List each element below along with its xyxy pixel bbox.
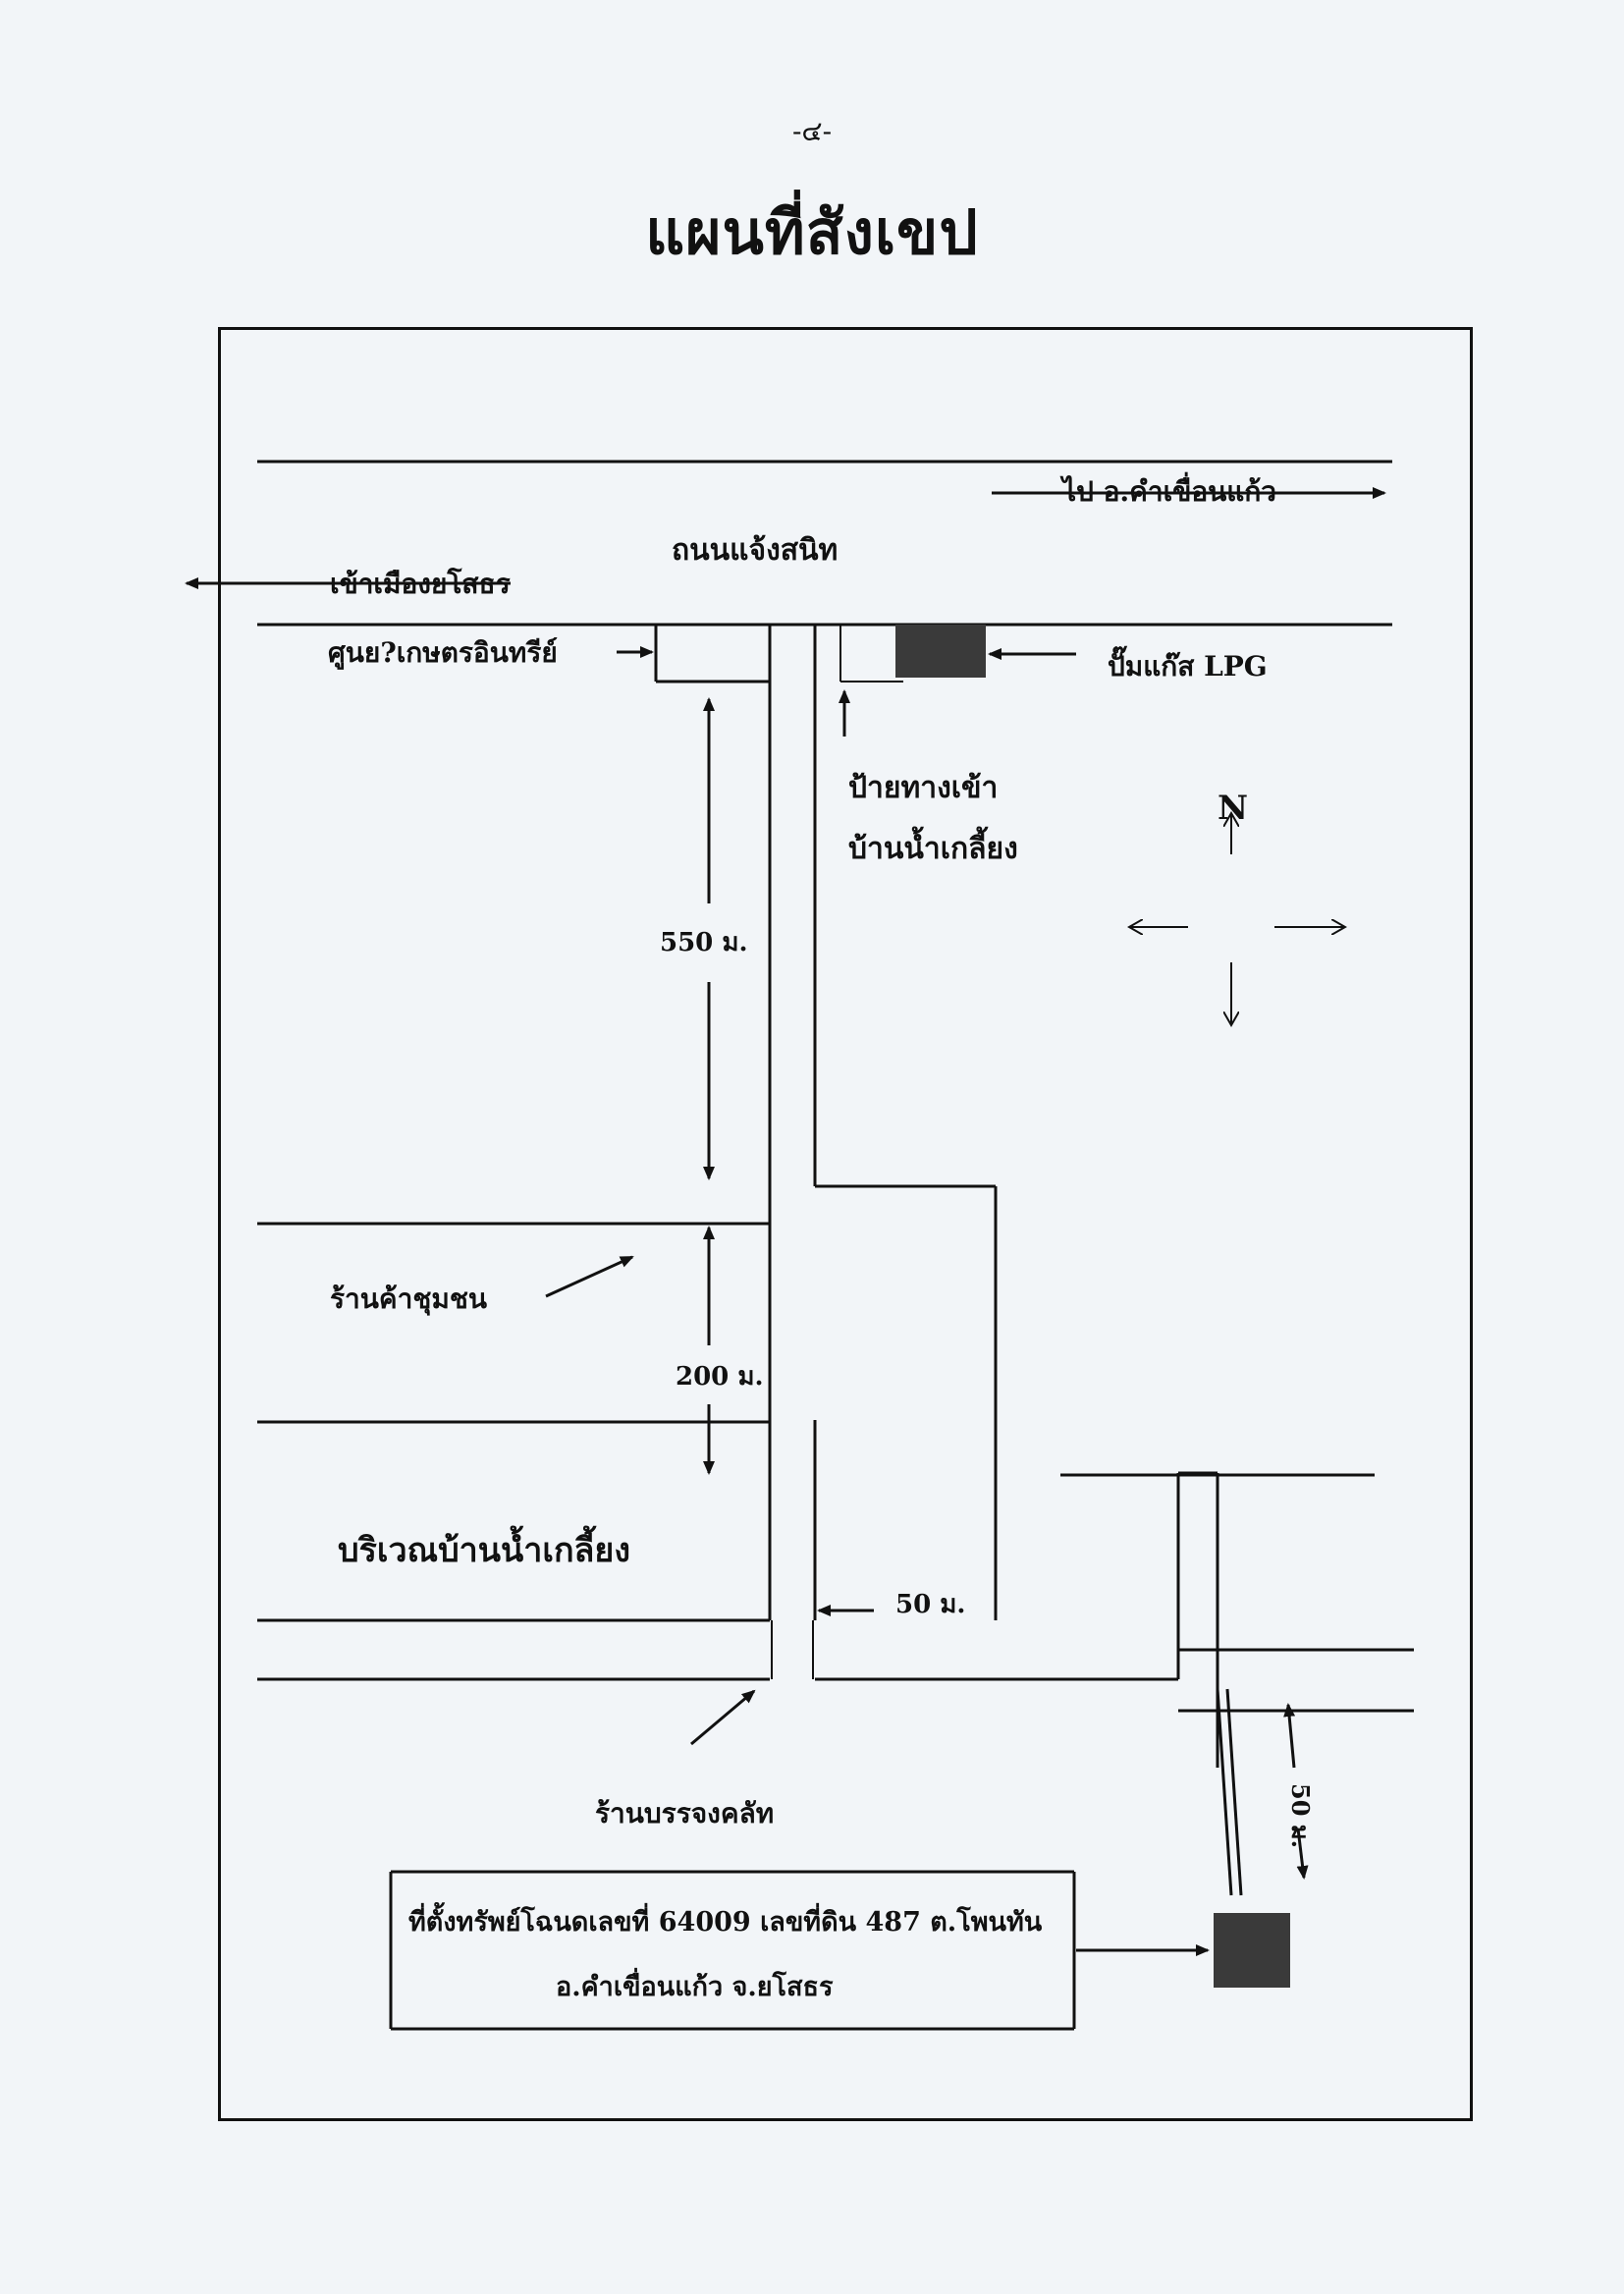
- label-village-area: บริเวณบ้านน้ำเกลี้ยง: [338, 1525, 630, 1570]
- lpg-pump: [839, 625, 1076, 683]
- label-entrance-sign-2: บ้านน้ำเกลี้ยง: [848, 826, 1018, 866]
- page-title: แผนที่สังเขป: [645, 196, 979, 268]
- property-label-box: [389, 1870, 1076, 2031]
- label-dist-550: 550 ม.: [660, 928, 748, 957]
- label-road-name: ถนนแจ้งสนิท: [672, 533, 838, 568]
- label-dist-50-rotated: 50 ม.: [1286, 1783, 1315, 1848]
- label-community-shop: ร้านค้าชุมชน: [330, 1283, 487, 1316]
- label-to-yasothon: เข้าเมืองยโสธร: [330, 567, 511, 600]
- diagonal-path: [1216, 1688, 1243, 1896]
- label-entrance-sign-1: ป้ายทางเข้า: [848, 771, 998, 805]
- property-block: [1214, 1913, 1290, 1988]
- path-right: [1225, 1688, 1243, 1896]
- village-road: [257, 625, 1414, 1768]
- page-number: -๔-: [791, 115, 833, 147]
- label-dist-50: 50 ม.: [895, 1590, 965, 1619]
- label-lpg-pump: ปั๊มแก๊ส LPG: [1108, 646, 1268, 683]
- measure-50: [771, 1605, 874, 1679]
- organic-center-block: [617, 625, 772, 683]
- north-compass: [1129, 813, 1345, 1025]
- measure-50-diagonal-up: [1283, 1703, 1296, 1769]
- arrow-community-shop: [545, 1255, 634, 1298]
- measure-50-diagonal: [1283, 1703, 1309, 1880]
- label-property-line2: อ.คำเขื่อนแก้ว จ.ยโสธร: [556, 1967, 834, 2002]
- label-property-line1: ที่ตั้งทรัพย์โฉนดเลขที่ 64009 เลขที่ดิน …: [408, 1901, 1043, 1938]
- label-to-khamkhuankaeo: ไป อ.คำเขื่อนแก้ว: [1059, 471, 1276, 508]
- path-left: [1216, 1688, 1233, 1896]
- main-road: [185, 460, 1392, 627]
- map-frame: [218, 327, 1473, 2121]
- label-organic-center: ศูนย?เกษตรอินทรีย์: [328, 636, 558, 670]
- lpg-pump-block: [895, 625, 986, 678]
- label-packing-shop: ร้านบรรจงคลัท: [595, 1797, 774, 1830]
- label-north: N: [1218, 789, 1248, 828]
- measure-50-diagonal-down: [1296, 1828, 1309, 1880]
- label-dist-200: 200 ม.: [676, 1362, 764, 1392]
- arrow-packing-shop: [690, 1689, 756, 1746]
